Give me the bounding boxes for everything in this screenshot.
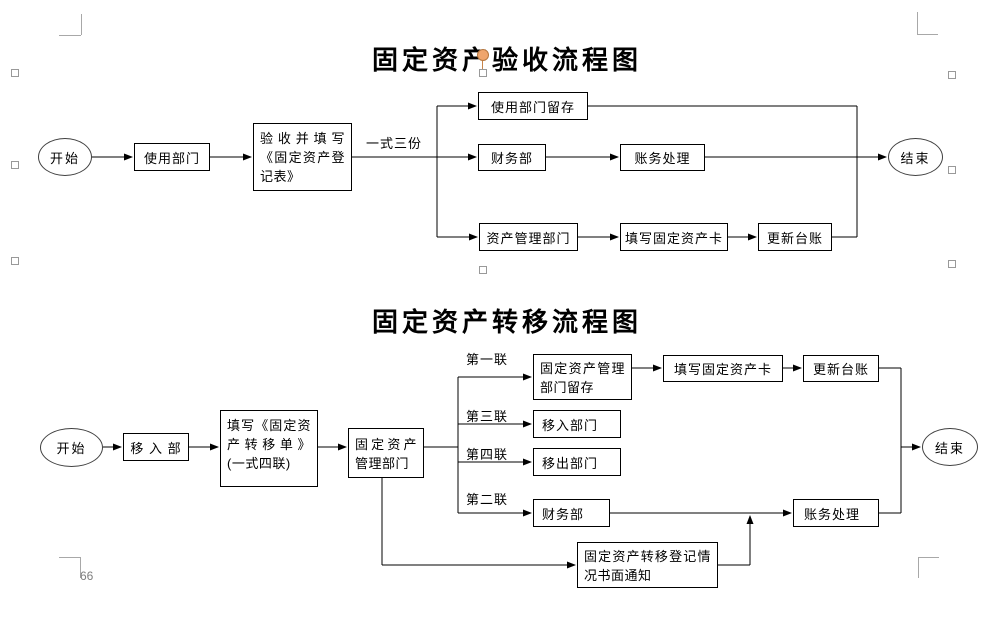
chart1-end-ellipse[interactable]: 结束 bbox=[888, 138, 943, 176]
selection-handle-bottom-center[interactable] bbox=[479, 266, 487, 274]
crop-mark-top-left-v bbox=[81, 14, 82, 35]
chart2-start-ellipse[interactable]: 开始 bbox=[40, 428, 103, 467]
chart2-title: 固定资产转移流程图 bbox=[372, 308, 643, 337]
chart2-finance-box[interactable]: 财务部 bbox=[533, 499, 610, 527]
selection-handle-mid-right[interactable] bbox=[948, 166, 956, 174]
chart2-move-in-box[interactable]: 移入部门 bbox=[533, 410, 621, 438]
chart2-move-in-short-box[interactable]: 移 入 部 bbox=[123, 433, 189, 461]
crop-mark-bottom-left-h bbox=[59, 557, 80, 558]
crop-mark-top-right-v bbox=[917, 12, 918, 34]
chart1-dept-keep-box[interactable]: 使用部门留存 bbox=[478, 92, 588, 120]
chart2-fill-card-box[interactable]: 填写固定资产卡 bbox=[663, 355, 783, 382]
chart2-mgmt-keep-box[interactable]: 固定资产管理部门留存 bbox=[533, 354, 632, 400]
chart2-accounting-box[interactable]: 账务处理 bbox=[793, 499, 879, 527]
chart1-update-ledger-box[interactable]: 更新台账 bbox=[758, 223, 832, 251]
selection-handle-top-center[interactable] bbox=[479, 69, 487, 77]
crop-mark-bottom-right-h bbox=[918, 557, 939, 558]
selection-handle-mid-left[interactable] bbox=[11, 161, 19, 169]
chart1-fill-card-box[interactable]: 填写固定资产卡 bbox=[620, 223, 728, 251]
chart2-copy3-label[interactable]: 第三联 bbox=[466, 409, 509, 424]
chart2-copy2-label[interactable]: 第二联 bbox=[466, 492, 509, 507]
crop-mark-bottom-right-v bbox=[918, 557, 919, 578]
chart2-notice-box[interactable]: 固定资产转移登记情况书面通知 bbox=[577, 542, 718, 588]
chart1-using-dept-box[interactable]: 使用部门 bbox=[134, 143, 210, 171]
chart2-fill-form-box[interactable]: 填写《固定资产转移单》(一式四联) bbox=[220, 410, 318, 487]
chart2-copy1-label[interactable]: 第一联 bbox=[466, 352, 509, 367]
chart1-title: 固定资产验收流程图 bbox=[372, 46, 643, 75]
selection-handle-top-right[interactable] bbox=[948, 71, 956, 79]
chart2-end-ellipse[interactable]: 结束 bbox=[922, 428, 978, 466]
rotation-handle-icon[interactable] bbox=[477, 49, 489, 61]
selection-handle-bottom-right[interactable] bbox=[948, 260, 956, 268]
chart1-start-ellipse[interactable]: 开始 bbox=[38, 138, 92, 176]
chart1-register-box[interactable]: 验收并填写《固定资产登记表》 bbox=[253, 123, 352, 191]
crop-mark-top-right-h bbox=[917, 34, 938, 35]
anchor-stem bbox=[482, 60, 483, 70]
chart2-update-ledger-box[interactable]: 更新台账 bbox=[803, 355, 879, 382]
selection-handle-top-left[interactable] bbox=[11, 69, 19, 77]
page-number: 66 bbox=[80, 569, 94, 583]
chart1-copies-label[interactable]: 一式三份 bbox=[366, 136, 423, 151]
chart1-asset-dept-box[interactable]: 资产管理部门 bbox=[479, 223, 578, 251]
chart2-move-out-box[interactable]: 移出部门 bbox=[533, 448, 621, 476]
chart1-finance-box[interactable]: 财务部 bbox=[478, 144, 546, 171]
chart2-asset-mgmt-box[interactable]: 固定资产管理部门 bbox=[348, 428, 424, 478]
chart2-copy4-label[interactable]: 第四联 bbox=[466, 447, 509, 462]
crop-mark-bottom-left-v bbox=[80, 557, 81, 578]
crop-mark-top-left-h bbox=[59, 35, 81, 36]
chart1-accounting-box[interactable]: 账务处理 bbox=[620, 144, 705, 171]
selection-handle-bottom-left[interactable] bbox=[11, 257, 19, 265]
